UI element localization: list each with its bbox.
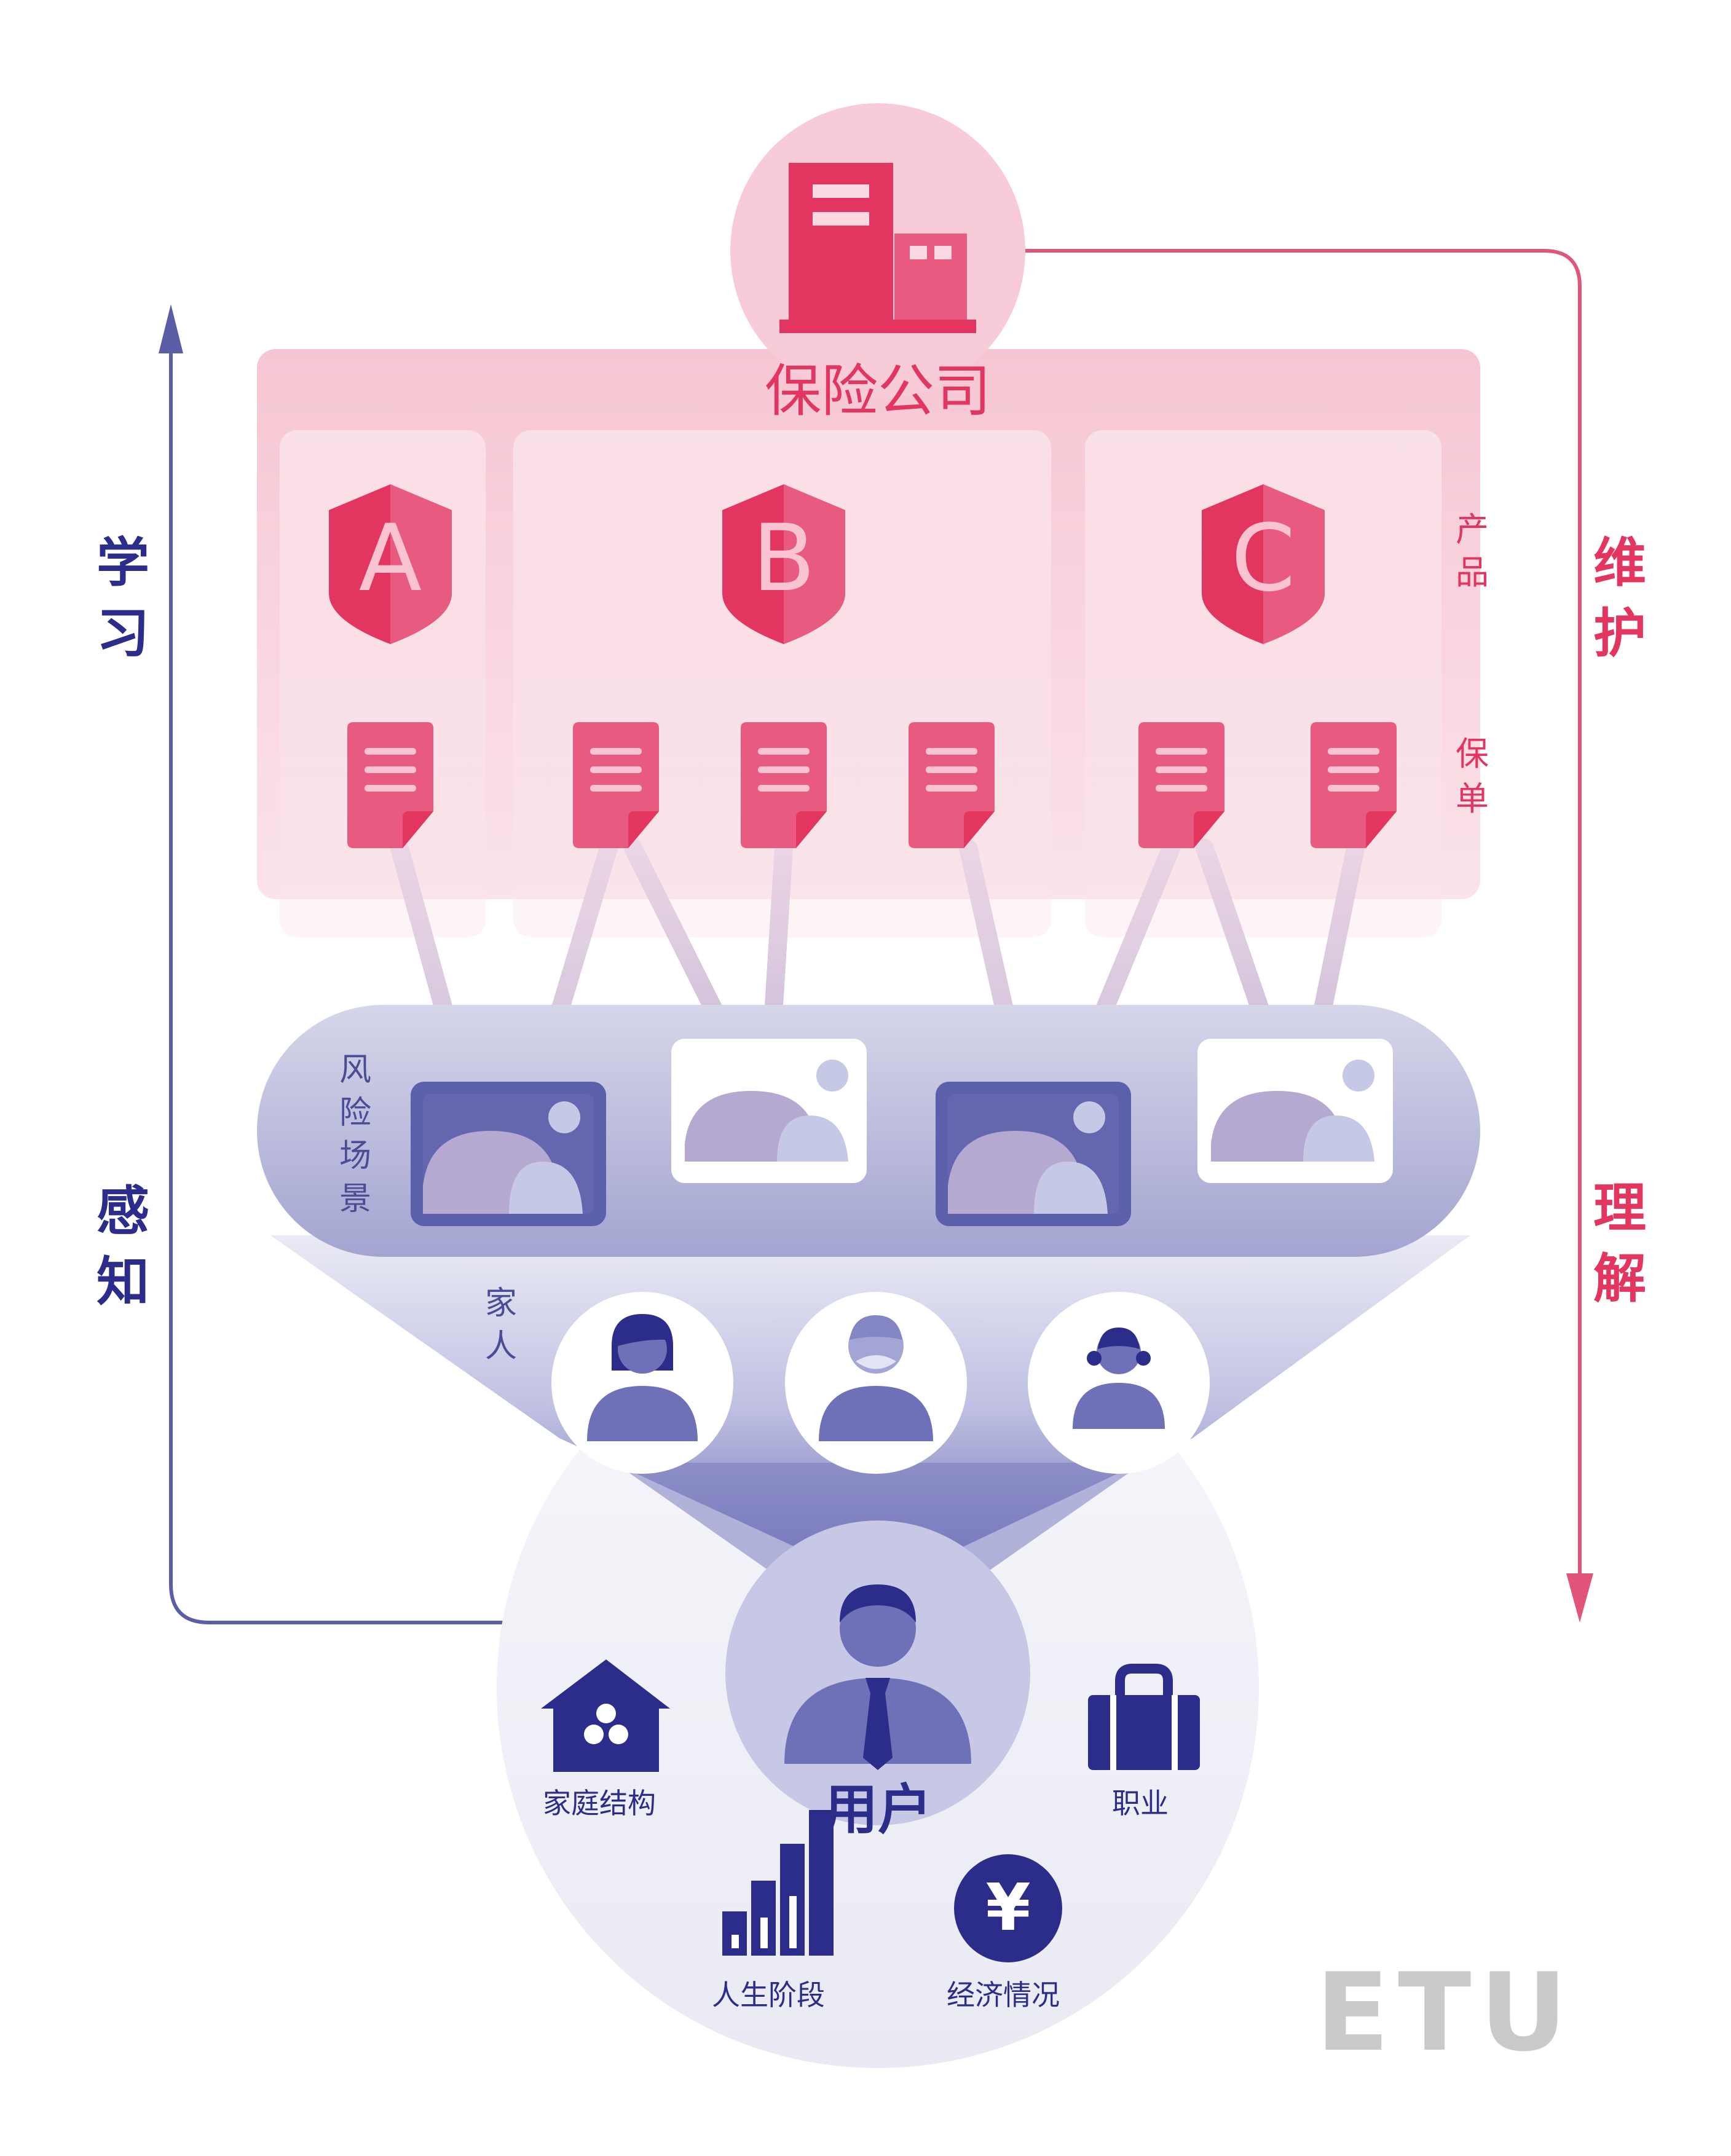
policy-documents: [347, 722, 1397, 848]
policy-document-icon: [1311, 722, 1397, 848]
row-label-products-2: 品: [1456, 553, 1489, 592]
economy-label: 经济情况: [947, 1978, 1060, 2012]
svg-text:C: C: [1231, 505, 1296, 612]
product-shield-a: A: [329, 484, 452, 644]
policy-document-icon: [909, 722, 995, 848]
risk-scene-card-light: [1197, 1039, 1393, 1183]
company-building-icon: [730, 103, 1025, 398]
user-title: 用户: [824, 1778, 932, 1841]
house-icon: [541, 1659, 670, 1772]
risk-scene-card-light: [671, 1039, 867, 1183]
row-label-policies-2: 单: [1456, 779, 1489, 818]
product-shield-c: C: [1202, 484, 1325, 644]
company-panel: [257, 349, 1480, 937]
right-flow-arrow: [1008, 249, 1593, 1623]
policy-document-icon: [1138, 722, 1224, 848]
policy-document-icon: [347, 722, 433, 848]
company-title: 保险公司: [765, 358, 991, 424]
row-label-family-2: 人: [485, 1328, 517, 1365]
row-label-products-1: 产: [1456, 510, 1489, 549]
svg-text:A: A: [359, 505, 422, 612]
policy-document-icon: [741, 722, 827, 848]
briefcase-icon: [1088, 1664, 1200, 1770]
svg-text:¥: ¥: [985, 1870, 1030, 1945]
label-maintain-2: 护: [1593, 603, 1646, 664]
label-perceive-2: 知: [97, 1251, 149, 1313]
label-learn-1: 学: [97, 532, 149, 594]
svg-text:B: B: [752, 505, 816, 612]
family-child-icon: [1028, 1292, 1210, 1474]
family-elder-icon: [785, 1292, 967, 1474]
product-shield-b: B: [722, 484, 845, 644]
label-maintain-1: 维: [1593, 532, 1646, 594]
row-label-policies-1: 保: [1456, 734, 1489, 773]
label-understand-1: 理: [1593, 1178, 1646, 1239]
label-understand-2: 解: [1593, 1248, 1646, 1310]
policy-document-icon: [573, 722, 659, 848]
family-woman-icon: [551, 1292, 733, 1474]
label-perceive-1: 感: [97, 1181, 149, 1242]
row-label-risk-4: 景: [339, 1181, 371, 1218]
occupation-label: 职业: [1112, 1787, 1169, 1820]
row-label-risk-3: 场: [339, 1138, 371, 1174]
life-stage-label: 人生阶段: [712, 1978, 825, 2012]
label-learn-2: 习: [97, 603, 149, 664]
user-avatar: [725, 1521, 1030, 1825]
risk-scene-card-dark: [936, 1082, 1131, 1226]
yuan-coin-icon: ¥: [954, 1854, 1062, 1962]
left-flow-arrow: [159, 304, 731, 1624]
family-structure-label: 家庭结构: [543, 1787, 656, 1820]
row-label-risk-1: 风: [339, 1052, 371, 1088]
row-label-risk-2: 险: [339, 1095, 371, 1131]
etu-logo: ETU: [1315, 1951, 1575, 2075]
row-label-family-1: 家: [485, 1285, 517, 1322]
risk-scene-card-dark: [411, 1082, 606, 1226]
bar-chart-icon: [722, 1810, 834, 1956]
